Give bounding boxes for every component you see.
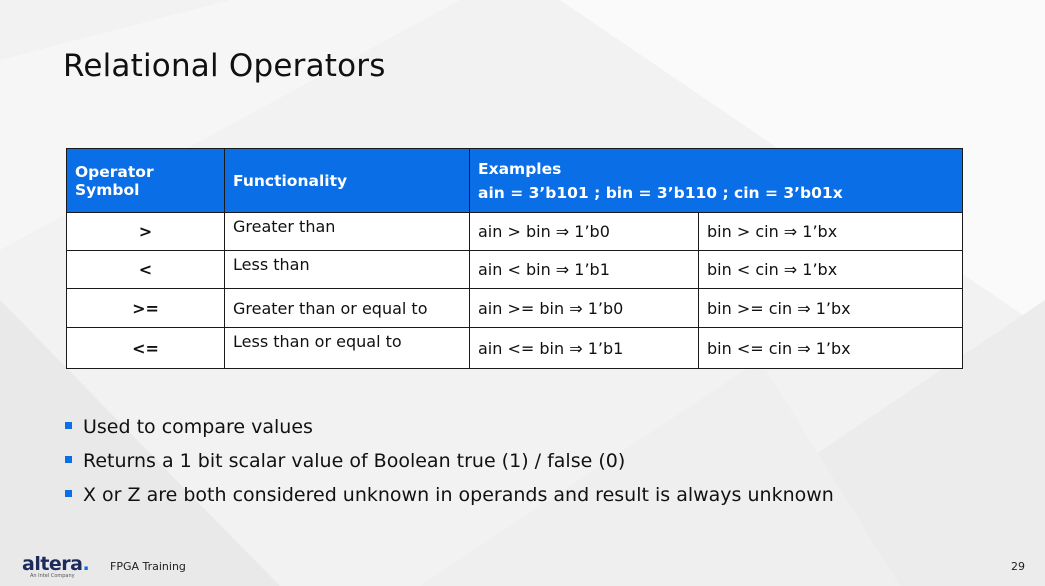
table-row: > Greater than ain > bin ⇒ 1’b0 bin > ci… [66,212,963,251]
bullet-item: Returns a 1 bit scalar value of Boolean … [64,447,834,481]
header-operator-symbol: Operator Symbol [66,148,225,213]
logo-wordmark: altera [22,553,83,575]
header-examples: Examples ain = 3’b101 ; bin = 3’b110 ; c… [469,148,963,213]
bullet-item: X or Z are both considered unknown in op… [64,481,834,515]
bullet-square-icon [65,456,72,463]
header-examples-title: Examples [478,159,562,178]
footer-label: FPGA Training [110,560,186,573]
functionality-cell: Greater than [224,212,470,251]
operator-symbol-cell: > [66,212,225,251]
example-cell: ain > bin ⇒ 1’b0 [469,212,699,251]
table-row: < Less than ain < bin ⇒ 1’b1 bin < cin ⇒… [66,250,963,289]
operator-symbol-cell: <= [66,327,225,369]
logo-dot-icon: . [82,553,90,575]
table-header-row: Operator Symbol Functionality Examples a… [66,148,963,213]
example-cell: ain < bin ⇒ 1’b1 [469,250,699,289]
example-cell: bin >= cin ⇒ 1’bx [698,288,963,328]
table-row: <= Less than or equal to ain <= bin ⇒ 1’… [66,327,963,369]
functionality-cell: Less than or equal to [224,327,470,369]
page-number: 29 [1011,560,1025,573]
bullet-square-icon [65,490,72,497]
bullet-text: Used to compare values [83,416,313,438]
functionality-cell: Greater than or equal to [224,288,470,328]
bullet-square-icon [65,422,72,429]
header-functionality: Functionality [224,148,470,213]
operator-symbol-cell: >= [66,288,225,328]
example-cell: bin < cin ⇒ 1’bx [698,250,963,289]
operator-symbol-cell: < [66,250,225,289]
bullet-text: X or Z are both considered unknown in op… [83,484,834,506]
altera-logo: altera. An Intel Company [22,553,90,579]
example-cell: ain <= bin ⇒ 1’b1 [469,327,699,369]
relational-operators-table: Operator Symbol Functionality Examples a… [66,148,963,369]
bullet-item: Used to compare values [64,413,834,447]
bullet-text: Returns a 1 bit scalar value of Boolean … [83,450,626,472]
logo-tagline: An Intel Company [30,573,75,579]
example-cell: bin <= cin ⇒ 1’bx [698,327,963,369]
header-examples-subtitle: ain = 3’b101 ; bin = 3’b110 ; cin = 3’b0… [478,183,843,202]
functionality-cell: Less than [224,250,470,289]
slide-title: Relational Operators [63,48,386,84]
bullet-list: Used to compare values Returns a 1 bit s… [64,413,834,515]
example-cell: bin > cin ⇒ 1’bx [698,212,963,251]
table-row: >= Greater than or equal to ain >= bin ⇒… [66,288,963,328]
example-cell: ain >= bin ⇒ 1’b0 [469,288,699,328]
